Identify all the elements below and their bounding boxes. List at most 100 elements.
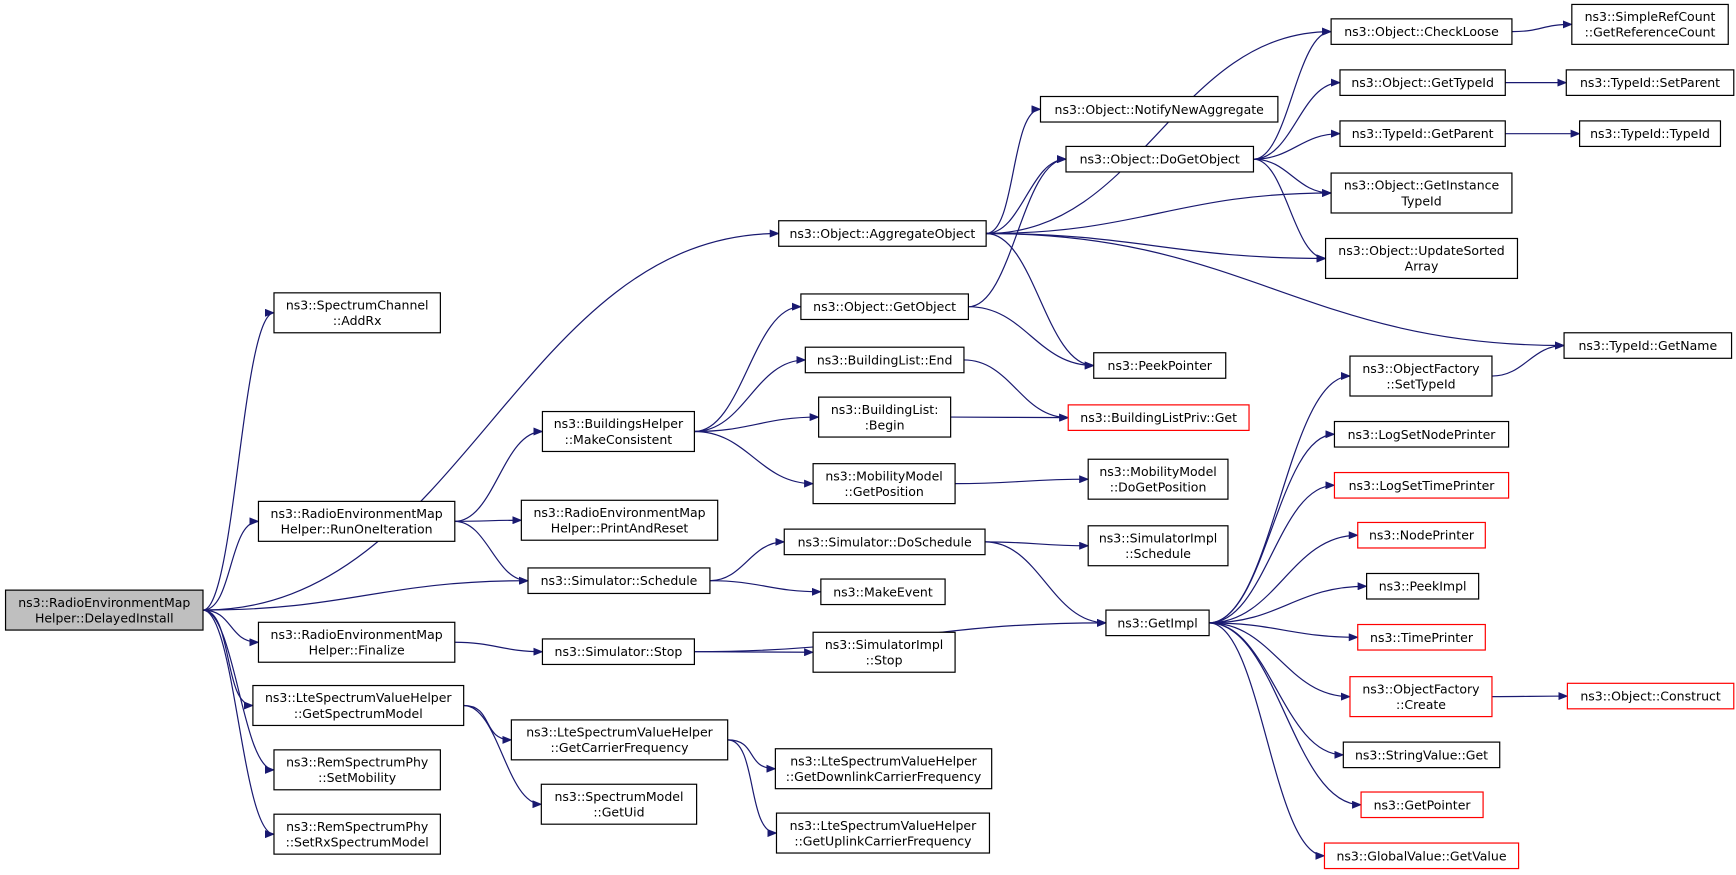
node-notifynew[interactable]: ns3::Object::NotifyNewAggregate — [1039, 95, 1279, 123]
node-getrefcount[interactable]: ns3::SimpleRefCount::GetReferenceCount — [1571, 3, 1729, 45]
edge-path — [454, 520, 530, 585]
node-blbegin[interactable]: ns3::BuildingList::Begin — [818, 396, 952, 438]
node-stringvalueget[interactable]: ns3::StringValue::Get — [1342, 741, 1501, 769]
node-label: ns3::Simulator::Schedule — [541, 573, 698, 588]
edge-path — [727, 739, 777, 773]
node-getuplink[interactable]: ns3::LteSpectrumValueHelper::GetUplinkCa… — [775, 812, 991, 854]
edge-path — [986, 27, 1333, 235]
node-label: ns3::ObjectFactory — [1362, 681, 1480, 696]
node-getimpl[interactable]: ns3::GetImpl — [1105, 609, 1210, 637]
node-label: ::GetSpectrumModel — [294, 706, 423, 721]
node-label: ns3::SimulatorImpl — [825, 637, 943, 652]
node-printreset[interactable]: ns3::RadioEnvironmentMapHelper::PrintAnd… — [520, 499, 719, 541]
call-edge — [202, 609, 275, 839]
node-box — [1333, 420, 1510, 448]
call-edge — [1253, 158, 1333, 198]
node-getobject[interactable]: ns3::Object::GetObject — [800, 293, 969, 321]
call-edge — [986, 105, 1042, 235]
node-globalvalueget[interactable]: ns3::GlobalValue::GetValue — [1323, 842, 1520, 870]
node-label: ns3::SimulatorImpl — [1099, 530, 1217, 545]
node-runone[interactable]: ns3::RadioEnvironmentMapHelper::RunOneIt… — [257, 500, 456, 542]
node-box — [1563, 332, 1733, 359]
node-label: ns3::TypeId::TypeId — [1590, 126, 1710, 141]
call-edge — [1209, 622, 1363, 809]
node-box — [1571, 3, 1729, 45]
node-nodeprinter[interactable]: ns3::NodePrinter — [1357, 521, 1486, 549]
node-box — [1339, 120, 1506, 148]
node-makeevent[interactable]: ns3::MakeEvent — [820, 578, 946, 606]
call-edge — [463, 704, 513, 744]
node-label: :Begin — [865, 417, 905, 432]
node-ofcreate[interactable]: ns3::ObjectFactory::Create — [1349, 676, 1493, 718]
node-ofsettypeid[interactable]: ns3::ObjectFactory::SetTypeId — [1349, 355, 1493, 397]
node-addrx[interactable]: ns3::SpectrumChannel::AddRx — [273, 292, 441, 334]
edge-path — [202, 609, 254, 710]
node-peekimpl[interactable]: ns3::PeekImpl — [1366, 572, 1480, 600]
node-timeprinter[interactable]: ns3::TimePrinter — [1357, 623, 1486, 651]
call-edge — [963, 359, 1070, 422]
node-blprivget[interactable]: ns3::BuildingListPriv::Get — [1067, 404, 1250, 431]
call-edge — [202, 308, 275, 611]
node-objconstruct[interactable]: ns3::Object::Construct — [1566, 682, 1735, 710]
node-schedule[interactable]: ns3::Simulator::Schedule — [527, 567, 711, 595]
node-box — [783, 528, 986, 556]
node-label: ns3::Object::GetInstance — [1344, 178, 1500, 193]
node-label: ns3::Object::DoGetObject — [1080, 152, 1240, 167]
node-logsetnode[interactable]: ns3::LogSetNodePrinter — [1333, 420, 1510, 448]
node-mobgetpos[interactable]: ns3::MobilityModel::GetPosition — [812, 463, 956, 505]
node-label: ns3::LogSetNodePrinter — [1348, 427, 1497, 442]
node-setmobility[interactable]: ns3::RemSpectrumPhy::SetMobility — [273, 749, 441, 791]
node-getuid[interactable]: ns3::SpectrumModel::GetUid — [540, 783, 698, 825]
node-setparent[interactable]: ns3::TypeId::SetParent — [1565, 69, 1735, 96]
node-setrxspec[interactable]: ns3::RemSpectrumPhy::SetRxSpectrumModel — [273, 813, 441, 855]
node-box — [1324, 237, 1519, 280]
node-label: Helper::Finalize — [309, 643, 405, 658]
node-typeidtypeid[interactable]: ns3::TypeId::TypeId — [1578, 120, 1722, 148]
node-label: ns3::SpectrumChannel — [286, 298, 429, 313]
node-getdownlink[interactable]: ns3::LteSpectrumValueHelper::GetDownlink… — [774, 748, 993, 790]
node-box — [778, 220, 987, 247]
call-edge — [463, 704, 543, 809]
node-aggregate[interactable]: ns3::Object::AggregateObject — [778, 220, 987, 247]
node-gettypeid[interactable]: ns3::Object::GetTypeId — [1339, 69, 1506, 96]
node-label: ::Schedule — [1125, 546, 1191, 561]
node-label: ns3::SimpleRefCount — [1585, 9, 1716, 24]
call-edge — [985, 541, 1107, 627]
node-simimplstop[interactable]: ns3::SimulatorImpl::Stop — [812, 631, 956, 673]
node-typeidgetname[interactable]: ns3::TypeId::GetName — [1563, 332, 1733, 359]
node-getpointer[interactable]: ns3::GetPointer — [1360, 791, 1484, 819]
call-edge — [709, 537, 786, 582]
node-box — [812, 463, 956, 505]
node-box — [1565, 69, 1735, 96]
edge-path — [727, 739, 778, 838]
node-dogetobject[interactable]: ns3::Object::DoGetObject — [1065, 145, 1255, 173]
node-box — [1039, 95, 1279, 123]
node-label: ns3::TypeId::SetParent — [1580, 75, 1720, 90]
node-logsettime[interactable]: ns3::LogSetTimePrinter — [1333, 471, 1510, 499]
edge-path — [1253, 158, 1327, 263]
node-label: ::GetCarrierFrequency — [551, 740, 690, 755]
node-doschedule[interactable]: ns3::Simulator::DoSchedule — [783, 528, 986, 556]
node-typeidgetparent[interactable]: ns3::TypeId::GetParent — [1339, 120, 1506, 148]
node-getspecmodel[interactable]: ns3::LteSpectrumValueHelper::GetSpectrum… — [252, 684, 465, 727]
node-checkloose[interactable]: ns3::Object::CheckLoose — [1330, 18, 1513, 45]
node-box — [1323, 842, 1520, 870]
node-getcarrier[interactable]: ns3::LteSpectrumValueHelper::GetCarrierF… — [510, 719, 729, 761]
node-label: ns3::LteSpectrumValueHelper — [265, 690, 452, 705]
edge-path — [986, 105, 1042, 235]
node-box — [273, 813, 441, 855]
node-root[interactable]: ns3::RadioEnvironmentMapHelper::DelayedI… — [4, 589, 204, 631]
edge-path — [1253, 27, 1333, 160]
node-box — [775, 812, 991, 854]
node-box — [1566, 682, 1735, 710]
node-mobdogetpos[interactable]: ns3::MobilityModel::DoGetPosition — [1087, 458, 1229, 500]
node-peekpointer[interactable]: ns3::PeekPointer — [1093, 352, 1227, 379]
node-blend[interactable]: ns3::BuildingList::End — [804, 346, 965, 374]
node-stop[interactable]: ns3::Simulator::Stop — [541, 638, 695, 666]
node-makeconsistent[interactable]: ns3::BuildingsHelper::MakeConsistent — [541, 410, 695, 453]
node-simimplschedule[interactable]: ns3::SimulatorImpl::Schedule — [1087, 525, 1229, 567]
call-edge — [968, 306, 1095, 370]
